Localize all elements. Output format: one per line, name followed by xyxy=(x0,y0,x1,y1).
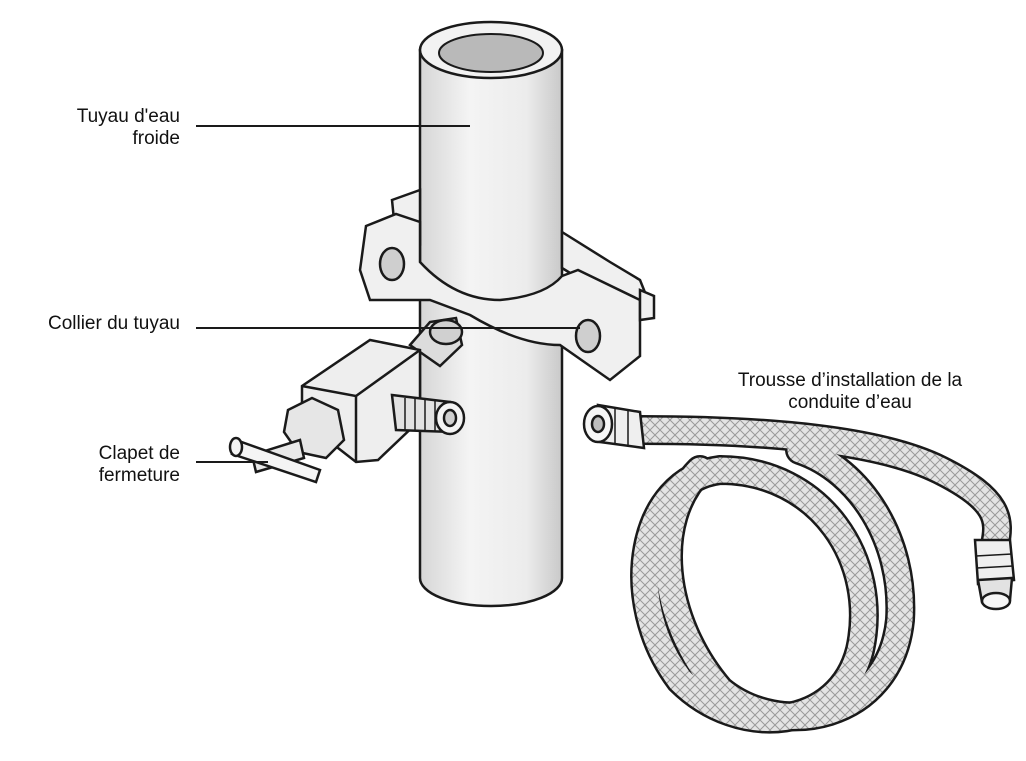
label-water-line-kit: Trousse d’installation de la conduite d’… xyxy=(700,370,1000,414)
hose-fitting-left xyxy=(582,403,646,450)
label-cold-water-pipe: Tuyau d'eau froide xyxy=(40,106,180,150)
shutoff-valve xyxy=(228,316,466,484)
label-line: Trousse d’installation de la xyxy=(737,370,963,391)
label-shutoff-valve: Clapet de fermeture xyxy=(40,443,180,487)
label-line: fermeture xyxy=(98,465,180,486)
label-line: Tuyau d'eau xyxy=(76,106,180,127)
hose-fitting-right xyxy=(973,538,1016,611)
leader-lines xyxy=(196,125,580,463)
label-pipe-clamp: Collier du tuyau xyxy=(8,313,180,335)
label-line: Clapet de xyxy=(98,443,180,464)
label-line: conduite d’eau xyxy=(788,392,912,413)
label-line: Collier du tuyau xyxy=(47,313,180,334)
label-line: froide xyxy=(132,128,180,149)
water-line-kit xyxy=(582,403,1016,734)
pipe-clamp xyxy=(358,188,656,382)
